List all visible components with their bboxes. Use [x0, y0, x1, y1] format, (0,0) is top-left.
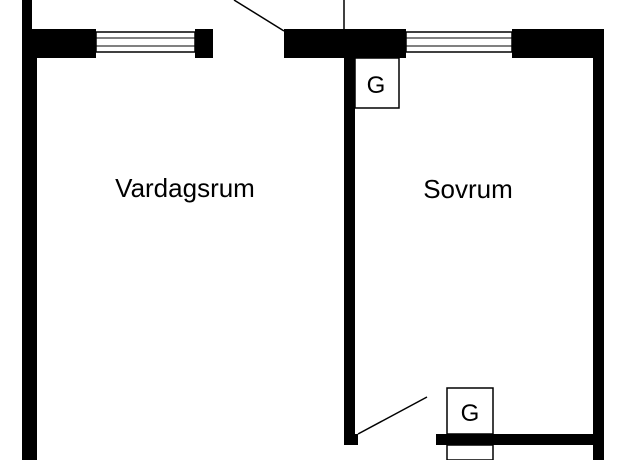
bedroom-left-wall	[344, 29, 355, 445]
living-room-window-frame	[95, 31, 196, 53]
bottom-fixture	[446, 444, 494, 460]
bedroom-door-post	[344, 434, 358, 445]
closet-top-label: G	[367, 72, 386, 99]
bedroom-window-frame	[405, 31, 513, 53]
living-room-top-wall-right	[195, 29, 213, 58]
bedroom-top-wall-right	[512, 29, 604, 58]
living-room-label: Vardagsrum	[115, 173, 255, 203]
bedroom-bottom-wall	[436, 434, 604, 445]
closet-bottom: G	[446, 387, 494, 435]
closet-bottom-box	[446, 387, 494, 435]
living-room-walls	[22, 0, 213, 460]
bedroom-label: Sovrum	[423, 174, 513, 204]
bedroom-window	[405, 31, 513, 53]
upper-stub-wall	[22, 0, 32, 29]
closet-top: G	[354, 57, 400, 109]
bedroom-right-wall	[593, 29, 604, 460]
living-room-window	[95, 31, 196, 53]
closet-top-box	[354, 57, 400, 109]
closet-bottom-label: G	[461, 400, 480, 427]
entry-door-leaf	[233, 0, 285, 32]
entry-door	[233, 0, 345, 32]
bedroom-walls	[284, 29, 604, 460]
bedroom-door-leaf	[357, 396, 428, 435]
living-room-left-wall	[22, 29, 37, 460]
